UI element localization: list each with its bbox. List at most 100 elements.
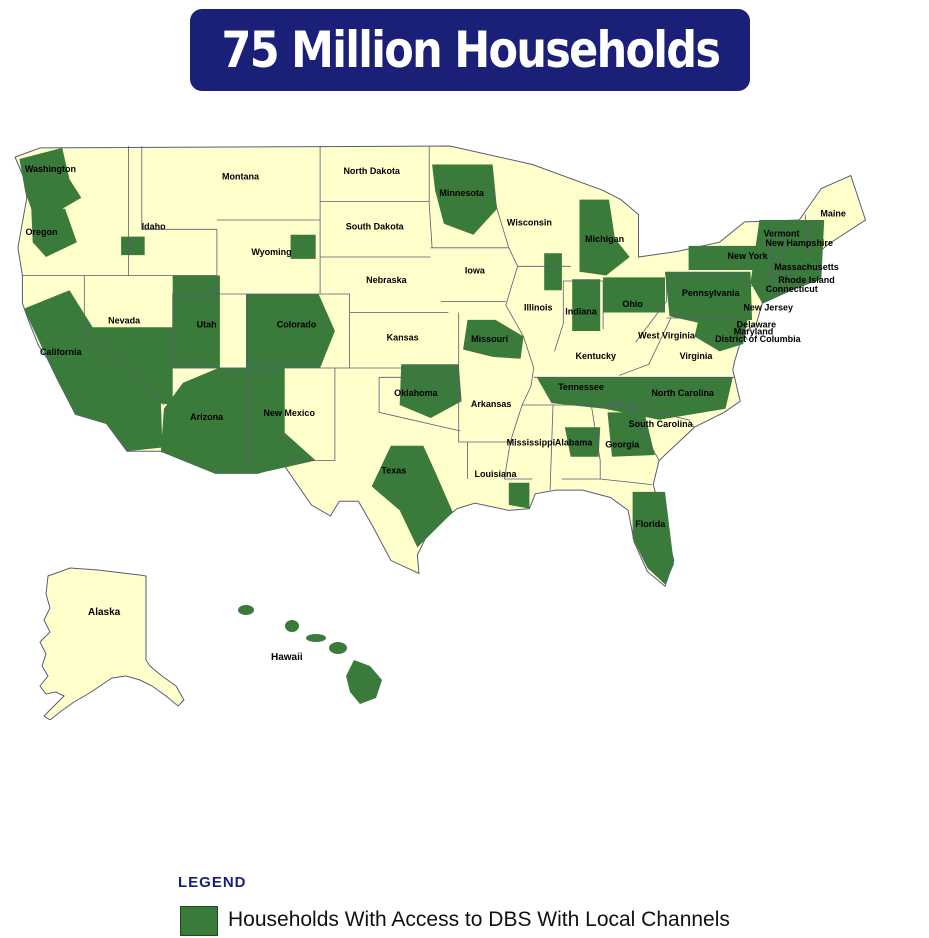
coverage-region xyxy=(84,327,173,405)
state-label-minnesota: Minnesota xyxy=(439,188,484,198)
state-label-nebraska: Nebraska xyxy=(366,275,408,285)
state-label-louisiana: Louisiana xyxy=(474,469,517,479)
state-border xyxy=(561,404,601,480)
state-border xyxy=(676,275,753,287)
state-label-oklahoma: Oklahoma xyxy=(394,388,439,398)
coverage-region xyxy=(603,277,665,313)
state-border xyxy=(549,404,554,491)
state-border xyxy=(458,312,468,479)
coverage-region xyxy=(688,245,773,270)
state-label-oregon: Oregon xyxy=(25,227,57,237)
alaska-inset: Alaska xyxy=(39,567,185,720)
coverage-region xyxy=(19,147,82,217)
state-label-michigan: Michigan xyxy=(585,234,624,244)
state-border xyxy=(600,478,652,485)
coverage-region xyxy=(572,279,601,331)
hawaii-island-maui xyxy=(329,642,347,654)
hawaii-inset: Hawaii xyxy=(238,605,382,704)
state-label-south-dakota: South Dakota xyxy=(346,221,405,231)
state-label-nevada: Nevada xyxy=(108,316,141,326)
coverage-region xyxy=(121,236,145,256)
state-label-colorado: Colorado xyxy=(277,319,317,329)
coverage-region xyxy=(399,364,462,418)
state-label-delaware: Delaware xyxy=(737,319,777,329)
state-label-mississippi: Mississippi xyxy=(507,438,556,448)
state-label-rhode-island: Rhode Island xyxy=(778,275,835,285)
state-label-wyoming: Wyoming xyxy=(251,247,291,257)
coverage-region xyxy=(536,377,733,420)
state-label-new-mexico: New Mexico xyxy=(263,408,315,418)
state-label-new-york: New York xyxy=(728,251,769,261)
coverage-region xyxy=(290,234,316,259)
state-border xyxy=(172,229,218,368)
state-label-vermont: Vermont xyxy=(763,229,799,239)
state-label-washington: Washington xyxy=(25,164,76,174)
state-border xyxy=(554,281,564,352)
state-label-alabama: Alabama xyxy=(555,438,594,448)
state-borders xyxy=(22,146,810,491)
state-border xyxy=(378,377,461,432)
state-border xyxy=(619,317,672,376)
state-border xyxy=(804,214,810,256)
alaska-shape xyxy=(39,567,185,720)
coverage-region xyxy=(508,482,530,509)
state-label-california: California xyxy=(40,347,83,357)
state-label-north-dakota: North Dakota xyxy=(343,166,400,176)
state-label-montana: Montana xyxy=(222,171,260,181)
state-label-south-carolina: South Carolina xyxy=(629,419,694,429)
legend-title: LEGEND xyxy=(178,874,247,891)
state-label-wisconsin: Wisconsin xyxy=(507,218,552,228)
state-label-north-carolina: North Carolina xyxy=(651,388,714,398)
state-label-iowa: Iowa xyxy=(465,266,486,276)
coverage-region xyxy=(432,164,497,235)
state-label-west-virginia: West Virginia xyxy=(638,330,696,340)
state-border xyxy=(782,219,785,263)
coverage-region xyxy=(23,290,163,452)
coverage-region xyxy=(750,220,825,304)
state-label-virginia: Virginia xyxy=(680,351,714,361)
alaska-label: Alaska xyxy=(88,607,121,618)
state-label-district-of-columbia: District of Columbia xyxy=(715,334,801,344)
state-label-kansas: Kansas xyxy=(387,332,419,342)
state-label-florida: Florida xyxy=(635,519,666,529)
state-label-georgia: Georgia xyxy=(605,440,640,450)
hawaii-label: Hawaii xyxy=(271,652,303,663)
state-label-new-jersey: New Jersey xyxy=(743,303,793,313)
state-label-massachusetts: Massachusetts xyxy=(774,262,839,272)
coverage-region xyxy=(694,318,748,352)
state-label-illinois: Illinois xyxy=(524,303,553,313)
state-border xyxy=(83,275,165,406)
state-label-arkansas: Arkansas xyxy=(471,399,512,409)
hawaii-island-oahu xyxy=(285,620,299,632)
coverage-region xyxy=(665,271,752,326)
hawaii-island-kauai xyxy=(238,605,254,615)
coverage-region xyxy=(579,199,630,276)
state-label-idaho: Idaho xyxy=(142,221,167,231)
coverage-region xyxy=(632,491,674,585)
state-label-new-hampshire: New Hampshire xyxy=(765,238,833,248)
state-border xyxy=(635,275,667,343)
state-label-utah: Utah xyxy=(197,319,217,329)
state-border xyxy=(627,404,660,461)
hawaii-island-molokai xyxy=(306,634,326,642)
state-label-indiana: Indiana xyxy=(565,306,597,316)
state-label-ohio: Ohio xyxy=(622,299,643,309)
state-label-texas: Texas xyxy=(381,465,406,475)
state-label-connecticut: Connecticut xyxy=(766,284,818,294)
page-title: 75 Million Households xyxy=(221,21,720,79)
state-label-tennessee: Tennessee xyxy=(558,382,604,392)
hawaii-island-big-island xyxy=(346,660,382,704)
coverage-region xyxy=(31,207,77,257)
state-label-missouri: Missouri xyxy=(471,334,508,344)
state-label-maine: Maine xyxy=(820,208,846,218)
state-border xyxy=(141,146,217,230)
state-label-pennsylvania: Pennsylvania xyxy=(682,288,741,298)
coverage-region xyxy=(172,275,220,368)
coverage-region xyxy=(371,445,453,548)
state-label-kentucky: Kentucky xyxy=(576,351,617,361)
state-label-arizona: Arizona xyxy=(190,412,224,422)
title-banner: 75 Million Households xyxy=(190,9,750,91)
state-border xyxy=(735,317,748,341)
coverage-region xyxy=(544,253,562,291)
